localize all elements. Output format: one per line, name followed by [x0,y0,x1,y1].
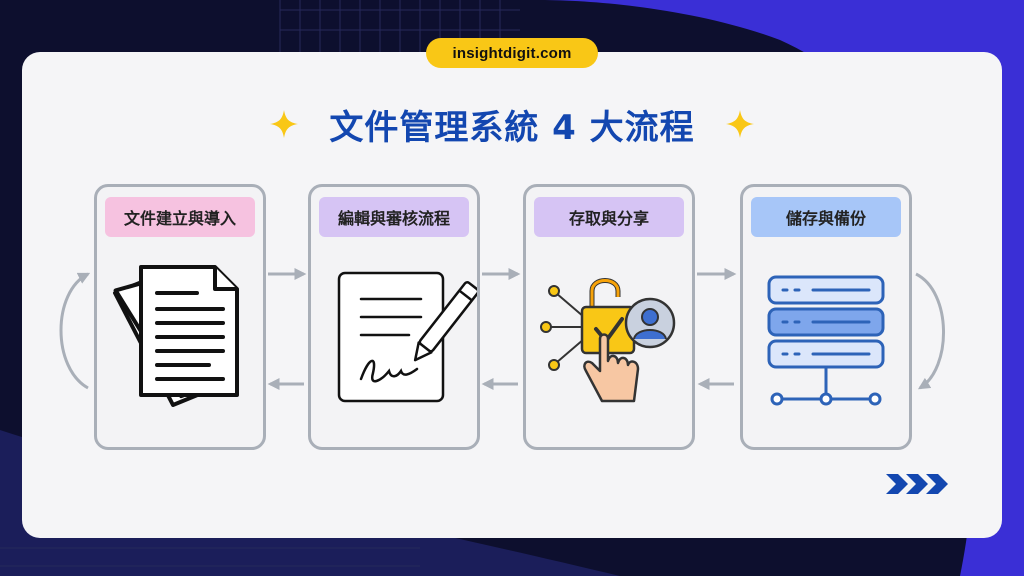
documents-stack-icon [113,265,239,407]
step-card-edit-review: 編輯與審核流程 [308,184,480,450]
site-badge[interactable]: insightdigit.com [426,38,598,68]
step-label: 儲存與備份 [751,197,901,237]
step-card-access-share: 存取與分享 [523,184,695,450]
step-card-storage-backup: 儲存與備份 [740,184,912,450]
title-row: 文件管理系統 4 大流程 [0,96,1024,152]
access-unlock-icon [540,278,676,403]
step-label: 存取與分享 [534,197,684,237]
step-label: 文件建立與導入 [105,197,255,237]
step-card-create-import: 文件建立與導入 [94,184,266,450]
signature-pen-icon [337,271,477,403]
server-storage-icon [767,275,885,406]
sparkle-left-icon [270,110,299,138]
sparkle-right-icon [725,110,754,138]
page-title: 文件管理系統 4 大流程 [329,107,695,148]
step-label: 編輯與審核流程 [319,197,469,237]
